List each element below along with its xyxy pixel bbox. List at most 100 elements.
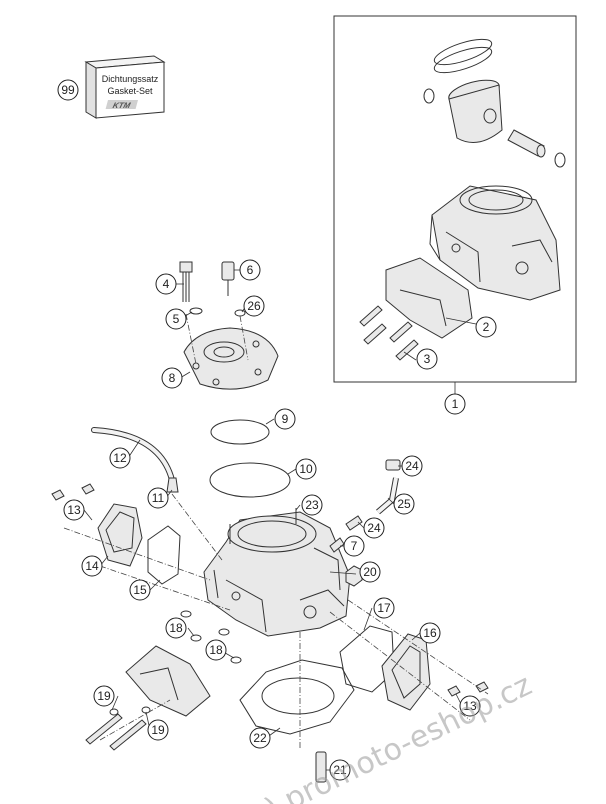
washer-18d bbox=[230, 656, 242, 664]
callout-number: 13 bbox=[67, 503, 81, 517]
cover-gasket-left bbox=[147, 525, 181, 585]
callout-21: 21 bbox=[329, 759, 351, 781]
callout-18: 18 bbox=[165, 617, 187, 639]
callout-16: 16 bbox=[419, 622, 441, 644]
callout-circle bbox=[165, 308, 187, 330]
callout-11: 11 bbox=[147, 487, 169, 509]
callout-number: 7 bbox=[351, 539, 358, 553]
callout-number: 99 bbox=[61, 83, 75, 97]
callout-12: 12 bbox=[109, 447, 131, 469]
svg-text:KTM: KTM bbox=[112, 101, 132, 110]
callout-10: 10 bbox=[295, 458, 317, 480]
callout-circle bbox=[165, 617, 187, 639]
callout-circle bbox=[444, 393, 466, 415]
callout-number: 16 bbox=[423, 626, 437, 640]
callout-13: 13 bbox=[63, 499, 85, 521]
callout-number: 18 bbox=[209, 643, 223, 657]
callout-circle bbox=[295, 458, 317, 480]
main-cylinder bbox=[203, 508, 351, 637]
piston-pin bbox=[507, 129, 546, 158]
callout-number: 13 bbox=[463, 699, 477, 713]
base-gasket bbox=[239, 659, 355, 735]
callout-circle bbox=[475, 316, 497, 338]
callout-number: 15 bbox=[133, 583, 147, 597]
valve-cover-left bbox=[97, 503, 143, 567]
gasket-set-box: Dichtungssatz Gasket-Set KTM bbox=[84, 55, 166, 119]
callout-circle bbox=[63, 499, 85, 521]
callout-circle bbox=[93, 685, 115, 707]
fitting-24-lower bbox=[345, 515, 363, 531]
callout-number: 14 bbox=[85, 559, 99, 573]
washer-18a bbox=[180, 610, 192, 618]
callout-circle bbox=[363, 517, 385, 539]
callout-circle bbox=[239, 259, 261, 281]
callout-number: 3 bbox=[424, 352, 431, 366]
callout-18: 18 bbox=[205, 639, 227, 661]
callout-7: 7 bbox=[343, 535, 365, 557]
cylinder-head bbox=[183, 327, 279, 390]
callout-1: 1 bbox=[444, 393, 466, 415]
callout-17: 17 bbox=[373, 597, 395, 619]
callout-circle bbox=[249, 727, 271, 749]
callout-circle bbox=[329, 759, 351, 781]
callout-circle bbox=[419, 622, 441, 644]
callout-number: 20 bbox=[363, 565, 377, 579]
callout-circle bbox=[459, 695, 481, 717]
callout-number: 8 bbox=[169, 371, 176, 385]
callout-2: 2 bbox=[475, 316, 497, 338]
callout-23: 23 bbox=[301, 494, 323, 516]
gasket-box-line2: Gasket-Set bbox=[107, 86, 153, 96]
callout-24: 24 bbox=[401, 455, 423, 477]
callout-25: 25 bbox=[393, 493, 415, 515]
stud-21 bbox=[315, 751, 327, 783]
temperature-sensor bbox=[221, 261, 235, 296]
callout-circle bbox=[147, 487, 169, 509]
callout-number: 24 bbox=[405, 459, 419, 473]
callout-4: 4 bbox=[155, 273, 177, 295]
callout-circle bbox=[205, 639, 227, 661]
callout-number: 19 bbox=[97, 689, 111, 703]
hose-nipple bbox=[166, 477, 179, 493]
callout-number: 26 bbox=[247, 299, 261, 313]
callouts: 9912345626891012111314152324252472017161… bbox=[57, 79, 497, 781]
callout-circle bbox=[147, 719, 169, 741]
callout-number: 2 bbox=[483, 320, 490, 334]
cylinder-kit-cylinder bbox=[429, 185, 561, 301]
exhaust-flange-kit bbox=[385, 257, 473, 339]
piston bbox=[448, 79, 503, 143]
callout-24: 24 bbox=[363, 517, 385, 539]
callout-5: 5 bbox=[165, 308, 187, 330]
callout-number: 1 bbox=[452, 397, 459, 411]
callout-number: 19 bbox=[151, 723, 165, 737]
callout-circle bbox=[416, 348, 438, 370]
piston-rings bbox=[433, 38, 493, 74]
washer-18b bbox=[190, 634, 202, 642]
exhaust-flange-bottom bbox=[125, 645, 211, 717]
kit-bolts bbox=[359, 305, 419, 361]
flange-bolts bbox=[85, 713, 147, 751]
callout-6: 6 bbox=[239, 259, 261, 281]
callout-number: 6 bbox=[247, 263, 254, 277]
callout-number: 18 bbox=[169, 621, 183, 635]
callout-number: 4 bbox=[163, 277, 170, 291]
callout-circle bbox=[359, 561, 381, 583]
callout-14: 14 bbox=[81, 555, 103, 577]
assembly-lines bbox=[63, 313, 489, 750]
callout-19: 19 bbox=[93, 685, 115, 707]
callout-number: 5 bbox=[173, 312, 180, 326]
gasket-box-line1: Dichtungssatz bbox=[102, 74, 159, 84]
callout-circle bbox=[109, 447, 131, 469]
callout-19: 19 bbox=[147, 719, 169, 741]
callout-circle bbox=[274, 408, 296, 430]
fitting-24-top bbox=[385, 459, 401, 471]
callout-circle bbox=[401, 455, 423, 477]
callout-number: 12 bbox=[113, 451, 127, 465]
callout-circle bbox=[161, 367, 183, 389]
callout-circle bbox=[129, 579, 151, 601]
callout-number: 17 bbox=[377, 601, 391, 615]
callout-number: 11 bbox=[152, 491, 165, 505]
washer-18c bbox=[218, 628, 230, 636]
o-ring-10 bbox=[209, 462, 291, 498]
small-screws-right bbox=[447, 681, 489, 697]
